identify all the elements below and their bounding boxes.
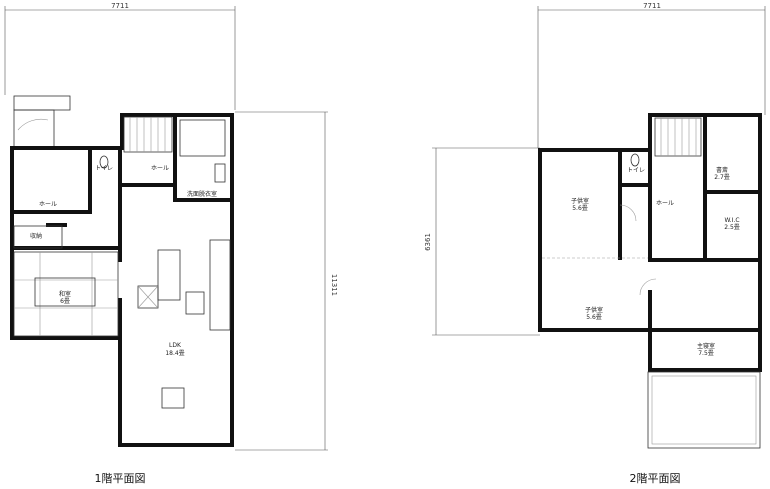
floor2-door-swing <box>619 204 637 222</box>
floor2-door-swing <box>639 278 657 296</box>
floor1-label-storage: 収納 <box>30 232 42 240</box>
floor2-toilet-fixture <box>630 153 640 167</box>
balcony-rail <box>651 375 757 445</box>
floor1-label-washitsu-size: 6畳 <box>60 298 70 305</box>
floor1-porch <box>13 95 71 111</box>
floor1-entrance-step <box>13 109 55 149</box>
floor1-kitchen-island <box>157 249 181 301</box>
floor1-cooktop <box>137 285 159 309</box>
floor1-stairs <box>123 116 173 153</box>
floor1-label-ldk-size: 18.4畳 <box>165 350 184 357</box>
floor2-label-master: 主寝室 <box>697 342 715 350</box>
floor2-caption: 2階平面図 <box>630 471 681 485</box>
floor1-label-ldk: LDK <box>169 342 182 349</box>
floor1-label-hall-left: ホール <box>39 201 57 208</box>
floor1-storage <box>13 225 63 249</box>
floor2-label-child1-size: 5.6畳 <box>572 205 588 212</box>
floor2-label-hall: ホール <box>656 200 674 207</box>
floor2-label-master-size: 7.5畳 <box>698 350 714 357</box>
floor2-label-child1: 子供室 <box>571 197 589 205</box>
floor1-exterior-walls <box>10 113 234 447</box>
floor2-balcony <box>647 371 761 449</box>
floor2-label-toilet: トイレ <box>627 167 645 174</box>
floor2-label-study: 書斎 <box>716 166 728 174</box>
floor1-washitsu-floor <box>13 251 119 337</box>
floor1-entrance-door-swing <box>17 118 49 131</box>
floor1-bathtub <box>179 119 226 157</box>
floor1-height-dim: 11311 <box>330 274 338 296</box>
floor1-width-dim: 7711 <box>111 2 129 10</box>
floor2-height-dim: 6361 <box>424 233 432 251</box>
floor1-dining-table <box>161 387 185 409</box>
floor2-width-dim: 7711 <box>643 2 661 10</box>
floor1-sink <box>214 163 226 183</box>
floor1-plan: 7711 11311 <box>4 2 338 485</box>
floor2-exterior-walls <box>538 113 762 372</box>
floor1-label-toilet: トイレ <box>95 165 113 172</box>
floor2-stairs <box>654 117 702 157</box>
floor1-toilet-fixture <box>99 155 109 169</box>
floor1-label-washroom: 洗面脱衣室 <box>187 190 217 198</box>
floor1-fridge <box>185 291 205 315</box>
floor1-kitchen-counter <box>209 239 231 331</box>
floor2-label-child2-size: 5.6畳 <box>586 314 602 321</box>
floor2-plan: 7711 6361 <box>424 2 766 485</box>
floor1-washitsu-table <box>34 277 96 307</box>
floor2-label-wic-size: 2.5畳 <box>724 224 740 231</box>
floor1-label-hall-upper: ホール <box>151 165 169 172</box>
floor1-label-washitsu: 和室 <box>59 290 71 298</box>
floor2-label-wic: W.I.C <box>724 217 739 224</box>
floor1-caption: 1階平面図 <box>95 471 146 485</box>
floor2-label-child2: 子供室 <box>585 306 603 314</box>
floor2-label-study-size: 2.7畳 <box>714 174 730 181</box>
